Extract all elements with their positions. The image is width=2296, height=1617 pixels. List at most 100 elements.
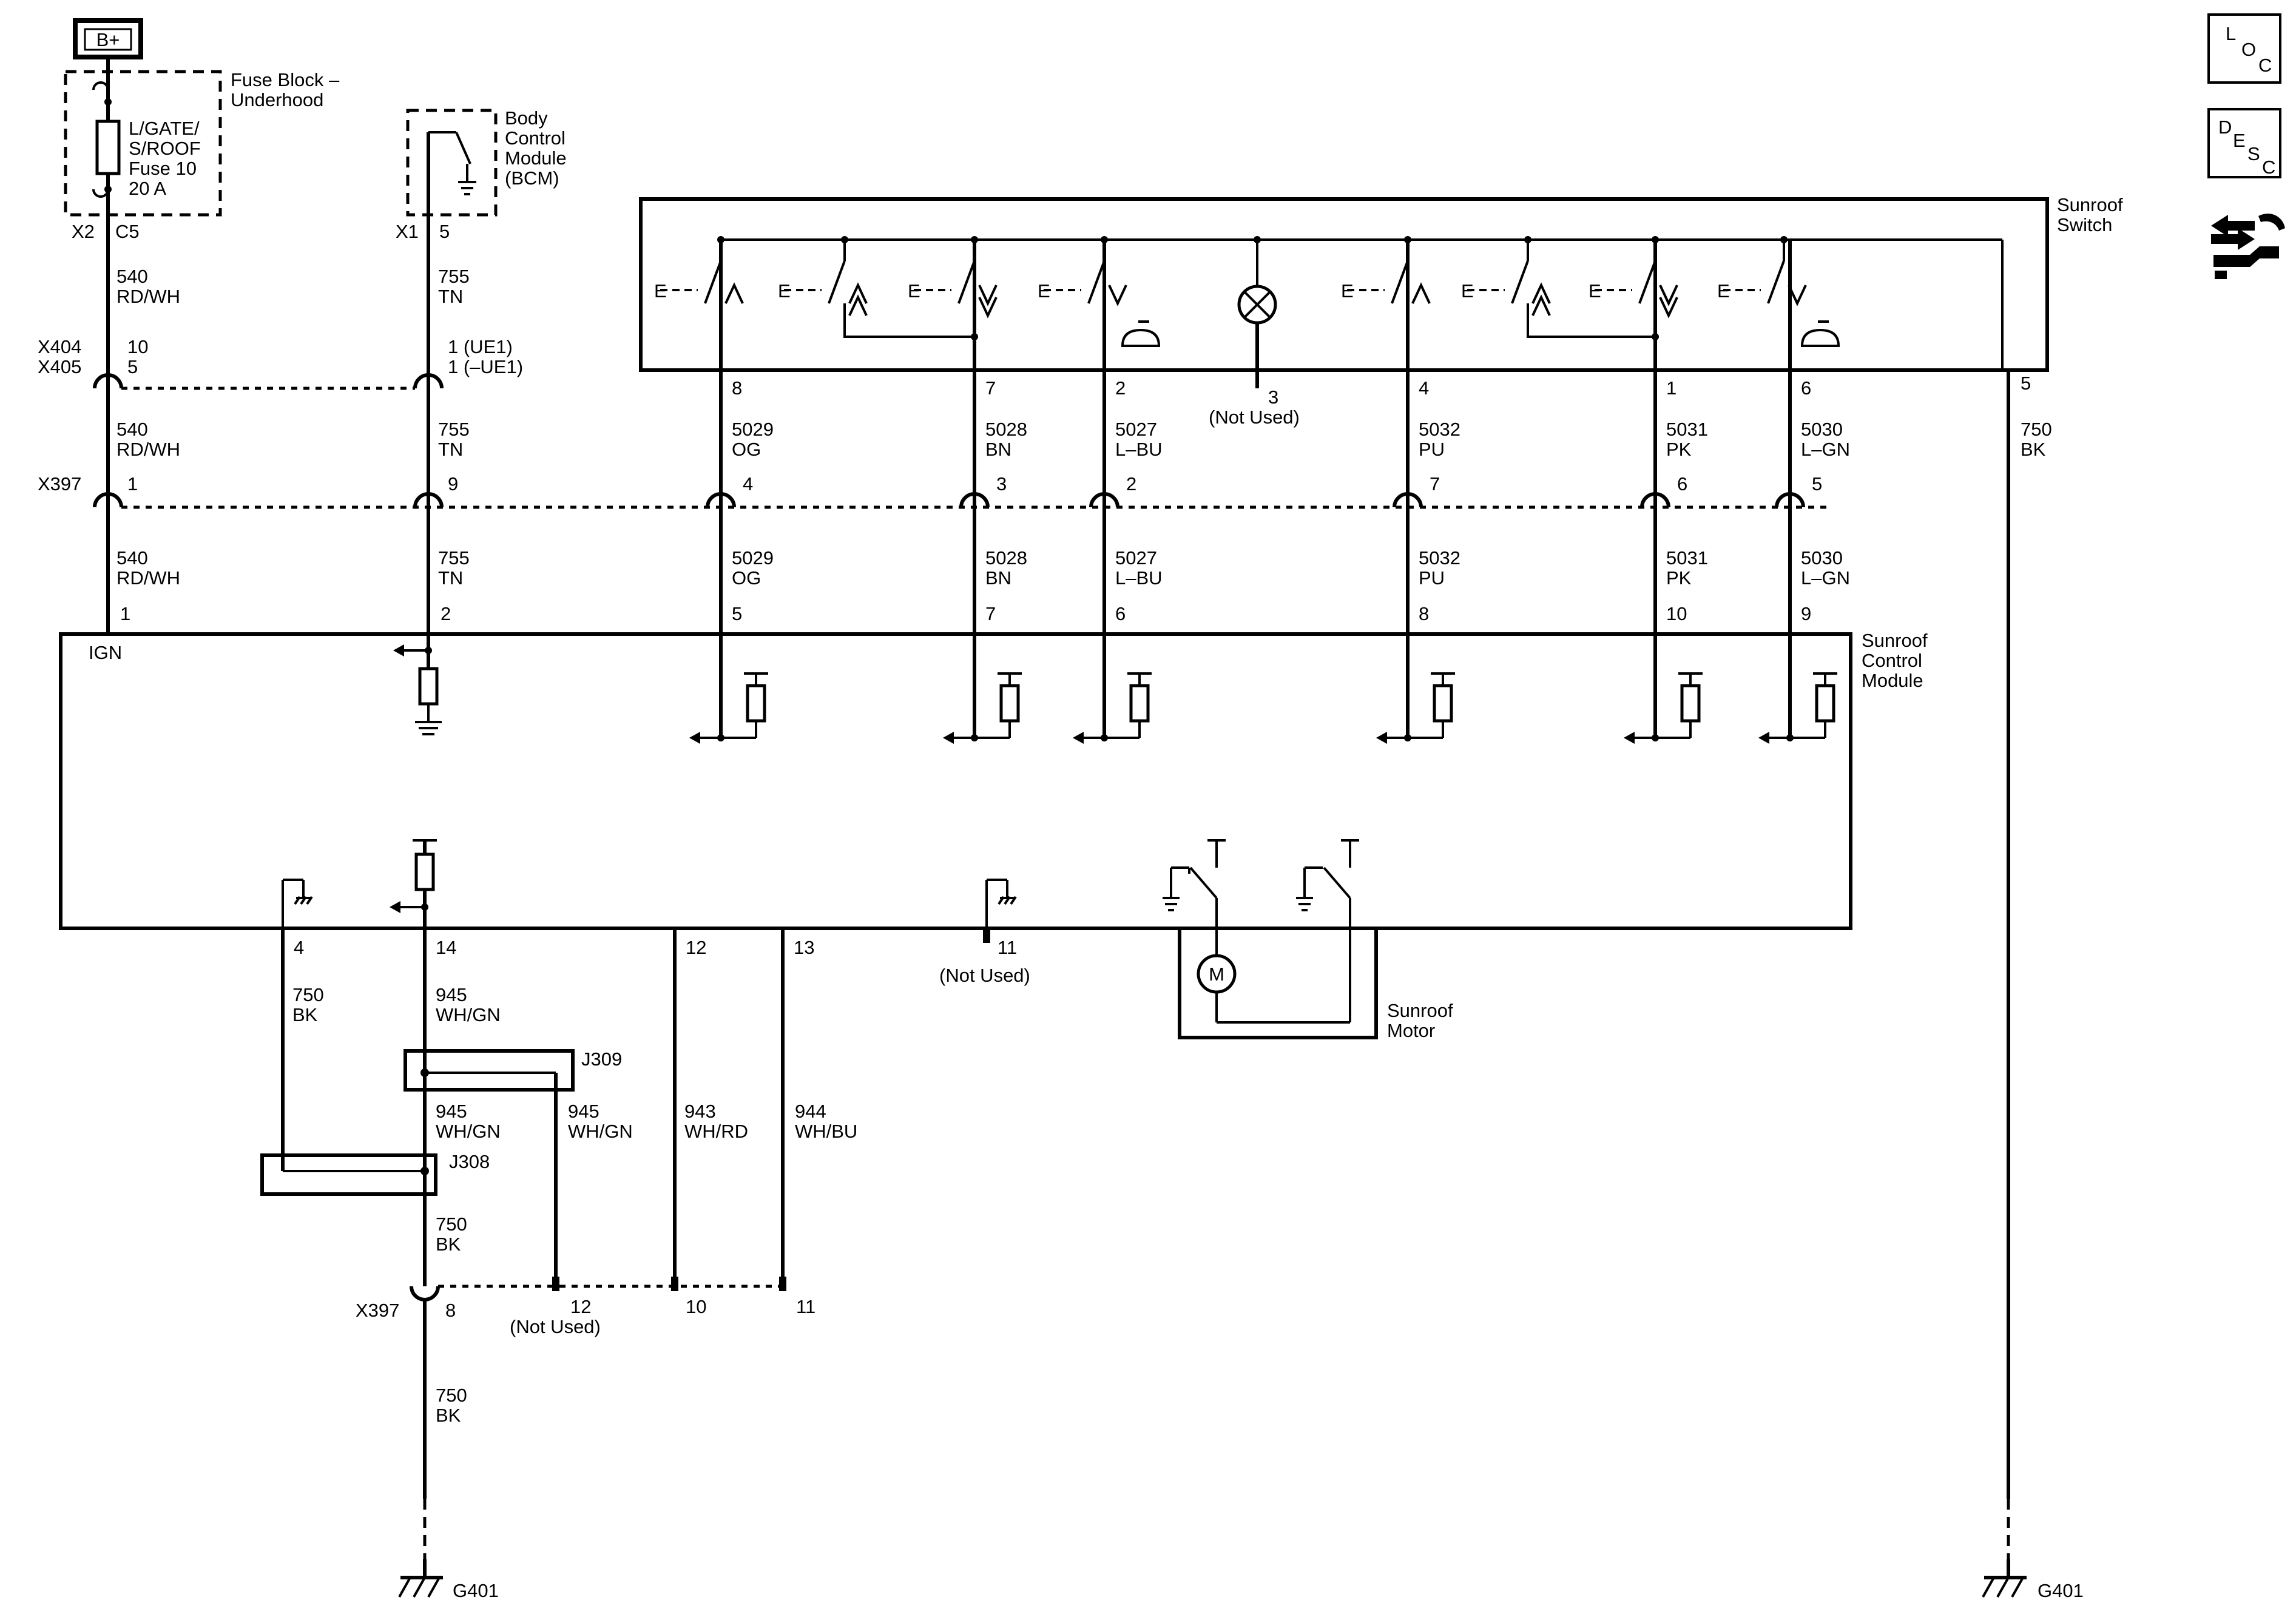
switch-contact-e: E	[1589, 280, 1601, 302]
wire-943-num: 943	[684, 1101, 716, 1122]
x397-upper-pin-1: 9	[448, 473, 458, 495]
wire-540-num-3: 540	[116, 547, 148, 569]
switch-pin-2: 2	[1115, 377, 1126, 399]
wire-5028-num-1: 5028	[985, 419, 1027, 440]
wire-5027-color-1: L–BU	[1115, 439, 1163, 460]
inline-connector-x397-lower: X397 8 12 (Not Used) 10 11	[356, 1277, 815, 1337]
wire-750-num-c: 750	[436, 1385, 467, 1406]
x397-upper-pin-ch-2: 2	[1126, 473, 1136, 495]
bcm-label-1: Body	[505, 107, 548, 129]
desc-letter-1: D	[2218, 116, 2232, 138]
x404-label: X404	[38, 336, 81, 357]
fuse-label-1: L/GATE/	[129, 118, 200, 139]
x397-upper-pin-ch-0: 4	[743, 473, 753, 495]
motor-symbol: M	[1209, 964, 1224, 985]
wire-5028-color-1: BN	[985, 439, 1011, 460]
switch-name-2: Switch	[2057, 214, 2112, 235]
switch-contact-e: E	[654, 280, 667, 302]
x397-lower-label: X397	[356, 1300, 399, 1321]
x397-lower-pin-12: 12	[570, 1296, 591, 1317]
wire-945-num-b: 945	[436, 1101, 467, 1122]
scm-ign-label: IGN	[89, 642, 122, 663]
wire-5031-num-1: 5031	[1666, 419, 1708, 440]
fuse-label-3: Fuse 10	[129, 158, 197, 179]
wire-5030-num-1: 5030	[1801, 419, 1843, 440]
x397-upper-pin-ch-1: 3	[996, 473, 1007, 495]
inline-connector-x404: X404 X405 10 5 1 (UE1) 1 (–UE1)	[38, 336, 523, 390]
description-view-button[interactable]: D E S C	[2207, 108, 2281, 178]
ground-left-label: G401	[453, 1580, 499, 1601]
bcm-label-3: Module	[505, 147, 567, 169]
x397-upper-label: X397	[38, 473, 81, 495]
vent-icon	[1121, 320, 1161, 347]
fuse-symbol	[95, 120, 121, 175]
location-view-button[interactable]: L O C	[2207, 13, 2281, 84]
wire-750-num-right: 750	[2021, 419, 2052, 440]
x397-lower-pin-10: 10	[686, 1296, 706, 1317]
fuse-label-2: S/ROOF	[129, 138, 201, 159]
wire-540-color-3: RD/WH	[116, 567, 180, 589]
scm-bottom-pin-1: 14	[436, 937, 456, 958]
x404-pin-b1: 1 (UE1)	[448, 336, 513, 357]
x404-pin-b2: 1 (–UE1)	[448, 356, 523, 377]
bcm-connector: X1	[396, 221, 419, 242]
bcm-label-4: (BCM)	[505, 167, 559, 189]
wire-755-num-3: 755	[438, 547, 470, 569]
wire-5031-color-1: PK	[1666, 439, 1692, 460]
scm-pin11-not-used: (Not Used)	[939, 965, 1030, 986]
wire-5028-num-2: 5028	[985, 547, 1027, 569]
loc-letter-3: C	[2258, 55, 2272, 76]
wire-755-color-1: TN	[438, 286, 463, 307]
wire-755-color-3: TN	[438, 567, 463, 589]
switch-contact: E	[1717, 240, 1807, 306]
wire-5030-num-2: 5030	[1801, 547, 1843, 569]
switch-contact: E	[1461, 240, 1551, 316]
wire-750-color-a: BK	[292, 1004, 318, 1025]
ground-g401-right: G401	[1982, 1559, 2084, 1601]
j309-label: J309	[581, 1048, 622, 1070]
wire-944-num: 944	[795, 1101, 826, 1122]
switch-contact: E	[1589, 240, 1678, 319]
scm-pin14-pullup	[390, 839, 437, 928]
fuse-block-name: Fuse Block –	[231, 69, 340, 90]
wire-750-color-right: BK	[2021, 439, 2046, 460]
connector-repair-icon[interactable]	[2211, 214, 2285, 279]
sunroof-switch: Sunroof Switch 3 (Not Used)	[639, 194, 2123, 428]
x404-pin-a2: 5	[127, 356, 138, 377]
wire-5032-color-2: PU	[1419, 567, 1445, 589]
wire-750-num-b: 750	[436, 1214, 467, 1235]
scm-pin-ch-4: 10	[1666, 603, 1687, 624]
wire-750-num-a: 750	[292, 984, 324, 1005]
switch-contact: E	[908, 240, 998, 319]
scm-pin-ch-1: 7	[985, 603, 996, 624]
switch-contact-e: E	[1717, 280, 1730, 302]
wire-945-color-b: WH/GN	[436, 1121, 501, 1142]
switch-contact-e: E	[908, 280, 920, 302]
sunroof-control-module: Sunroof Control Module IGN	[59, 630, 1928, 930]
wire-5027-num-1: 5027	[1115, 419, 1157, 440]
x397-upper-pin-ch-5: 5	[1812, 473, 1822, 495]
wire-750-color-b: BK	[436, 1234, 461, 1255]
wire-5029-num-2: 5029	[732, 547, 774, 569]
j308-label: J308	[449, 1151, 490, 1172]
bcm-pin: 5	[439, 221, 450, 242]
wire-5027-num-2: 5027	[1115, 547, 1157, 569]
wire-540-color-1: RD/WH	[116, 286, 180, 307]
wire-5029-color-1: OG	[732, 439, 761, 460]
wire-5032-num-1: 5032	[1419, 419, 1460, 440]
motor-name-1: Sunroof	[1387, 1000, 1453, 1021]
x405-label: X405	[38, 356, 81, 377]
switch-contact: E	[654, 240, 744, 304]
vent-icon	[1800, 320, 1840, 347]
fuse-pin: C5	[115, 221, 140, 242]
ground-right-label: G401	[2038, 1580, 2084, 1601]
scm-pin-ch-3: 8	[1419, 603, 1429, 624]
switch-pin-0: 8	[732, 377, 742, 399]
x397-lower-pin-11: 11	[796, 1296, 815, 1317]
switch-pin-1: 7	[985, 377, 996, 399]
scm-pin-ch-5: 9	[1801, 603, 1811, 624]
